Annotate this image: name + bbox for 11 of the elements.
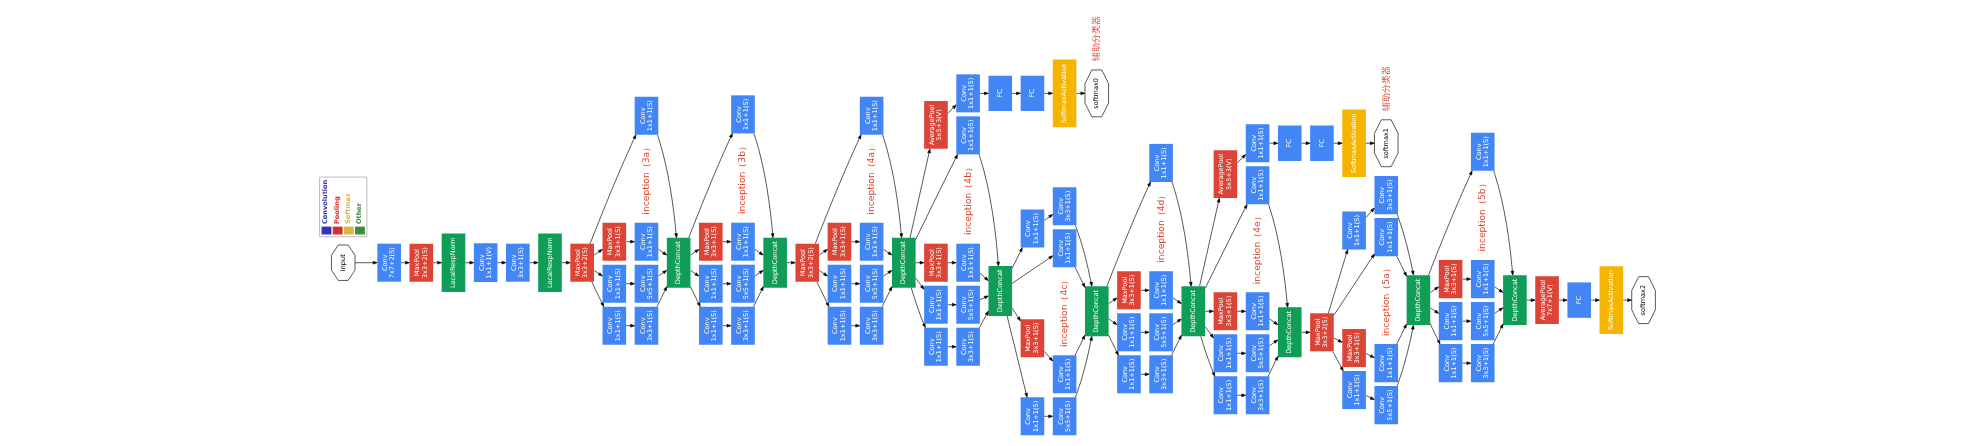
label: inception（4a） [864,142,876,215]
label: inception（3b） [735,141,747,215]
label: inception（4b） [961,162,973,236]
label: inception（3a） [639,142,651,215]
label: inception（4c） [1057,275,1069,347]
node-label: 辅助分类器 [1089,15,1101,61]
label: inception（4e） [1250,212,1262,285]
label: inception（4d） [1154,190,1166,263]
node-label: 辅助分类器 [1379,65,1391,111]
label: inception（5a） [1379,264,1391,337]
label: inception（5b） [1475,179,1487,252]
